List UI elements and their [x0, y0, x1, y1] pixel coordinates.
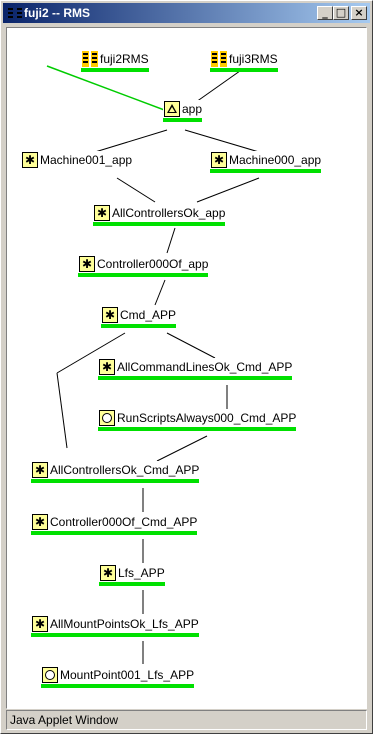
node-controller000of-app[interactable]: Controller000Of_app [78, 255, 209, 277]
node-label: AllCommandLinesOk_Cmd_APP [117, 360, 293, 374]
graph-edge [166, 227, 176, 254]
graph-edge [184, 129, 260, 153]
node-label: AllControllersOk_Cmd_APP [50, 463, 200, 477]
node-label: Lfs_APP [118, 566, 165, 580]
host-icon [82, 51, 98, 67]
graph-edge [94, 129, 168, 153]
node-allcontrollersok-cmd-app[interactable]: AllControllersOk_Cmd_APP [31, 461, 200, 483]
node-label: fuji2RMS [100, 52, 149, 66]
node-allcommandlinesok-cmd-app[interactable]: AllCommandLinesOk_Cmd_APP [98, 358, 293, 380]
host-node-fuji3RMS[interactable]: fuji3RMS [210, 50, 278, 72]
node-allmountpointsok-lfs-app[interactable]: AllMountPointsOk_Lfs_APP [31, 615, 199, 637]
node-allcontrollersok-app[interactable]: AllControllersOk_app [93, 204, 226, 226]
and-resource-icon [32, 616, 48, 632]
graph-edge [56, 332, 126, 374]
fsystem-resource-icon [42, 667, 58, 683]
and-resource-icon [32, 514, 48, 530]
graph-canvas: fuji2RMS fuji3RMS app Machine001_app Mac… [6, 27, 367, 709]
node-label: MountPoint001_Lfs_APP [60, 668, 195, 682]
node-machine001-app[interactable]: Machine001_app [21, 151, 133, 173]
status-bar: Java Applet Window [6, 710, 367, 730]
host-node-fuji2RMS[interactable]: fuji2RMS [81, 50, 149, 72]
graph-edges [46, 65, 260, 664]
graph-edge [196, 177, 260, 203]
node-runscriptsalways000-cmd-app[interactable]: RunScriptsAlways000_Cmd_APP [98, 409, 297, 431]
node-label: app [182, 102, 203, 116]
graph-edge [156, 435, 208, 462]
node-mountpoint001-lfs-app[interactable]: MountPoint001_Lfs_APP [41, 666, 195, 688]
host-link-edge [46, 65, 176, 115]
node-label: Cmd_APP [120, 308, 177, 322]
graph-edge [56, 372, 68, 449]
node-app[interactable]: app [163, 100, 203, 122]
node-cmd-app[interactable]: Cmd_APP [101, 306, 177, 328]
close-button[interactable]: × [351, 6, 367, 20]
maximize-button[interactable]: □ [333, 6, 349, 20]
minimize-button[interactable]: _ [317, 6, 333, 20]
node-controller000of-cmd-app[interactable]: Controller000Of_Cmd_APP [31, 513, 198, 535]
node-machine000-app[interactable]: Machine000_app [210, 151, 322, 173]
and-resource-icon [100, 565, 116, 581]
and-resource-icon [32, 462, 48, 478]
and-resource-icon [94, 205, 110, 221]
graph-edge [166, 332, 216, 359]
node-label: Machine000_app [229, 153, 322, 167]
and-resource-icon [211, 152, 227, 168]
cmdline-resource-icon [99, 410, 115, 426]
node-label: Machine001_app [40, 153, 133, 167]
title-bar[interactable]: fuji2 -- RMS _ □ × [3, 3, 370, 23]
node-label: Controller000Of_Cmd_APP [50, 515, 198, 529]
node-label: AllMountPointsOk_Lfs_APP [50, 617, 199, 631]
status-text: Java Applet Window [10, 713, 119, 727]
node-label: AllControllersOk_app [112, 206, 226, 220]
graph-edge [154, 279, 166, 306]
userapplication-icon [164, 101, 180, 117]
host-icon [211, 51, 227, 67]
and-resource-icon [22, 152, 38, 168]
node-label: RunScriptsAlways000_Cmd_APP [117, 411, 297, 425]
graph-edge [116, 177, 156, 203]
and-resource-icon [99, 359, 115, 375]
and-resource-icon [102, 307, 118, 323]
node-label: fuji3RMS [229, 52, 278, 66]
and-resource-icon [79, 256, 95, 272]
node-label: Controller000Of_app [97, 257, 209, 271]
node-lfs-app[interactable]: Lfs_APP [99, 564, 165, 586]
window-title: fuji2 -- RMS [24, 6, 90, 20]
